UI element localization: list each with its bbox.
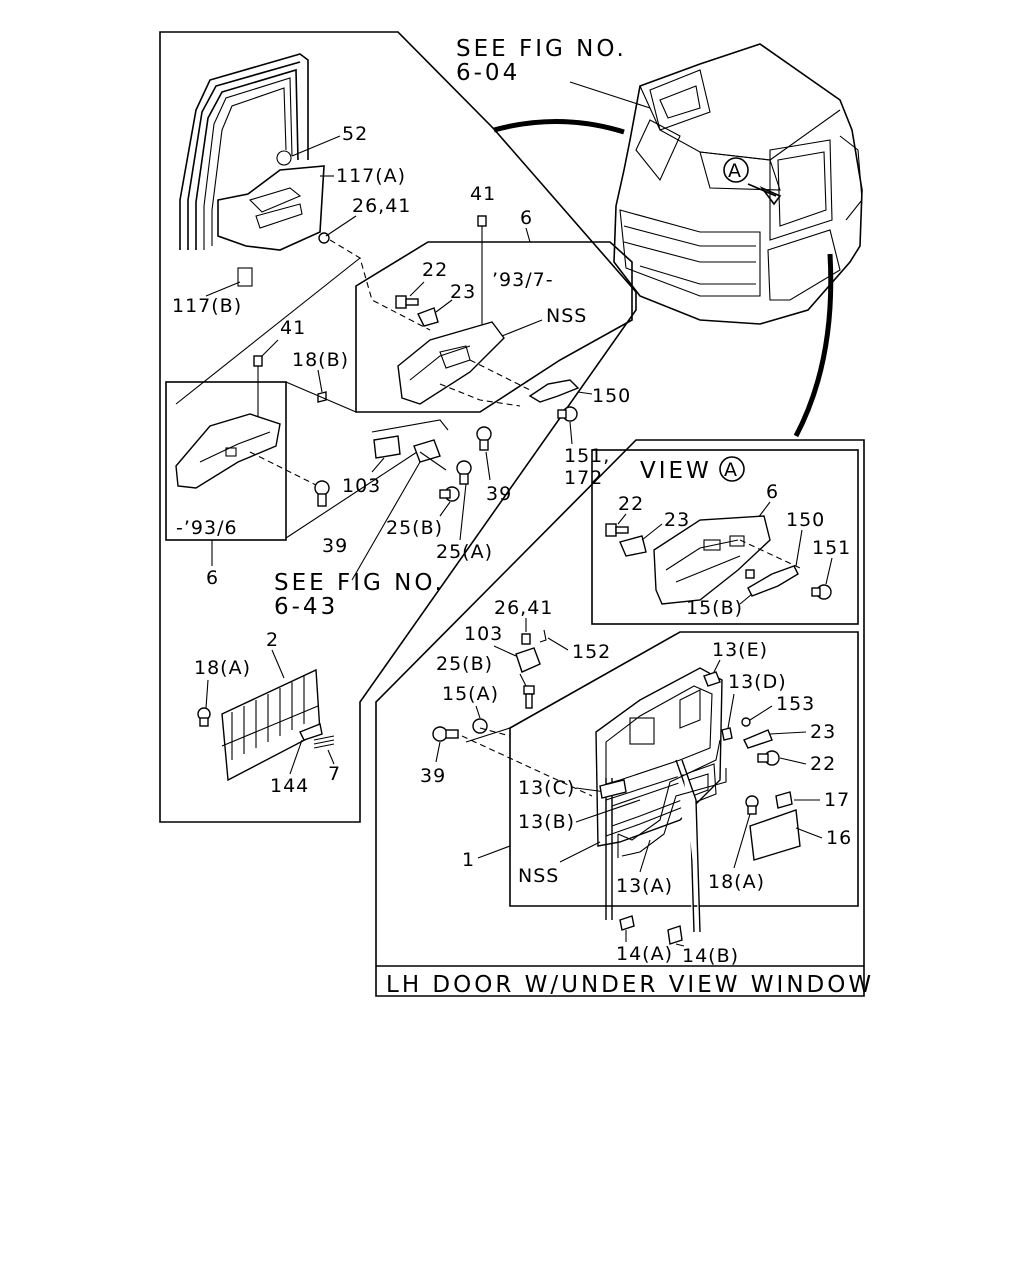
callout-13d: 13(D): [728, 671, 787, 693]
view-callout-23: 23: [664, 509, 690, 531]
callout-6-top: 6: [520, 207, 533, 229]
nss-top: NSS: [546, 305, 587, 327]
view-a-letter: A: [724, 459, 738, 481]
sub-panel-93-6: [165, 381, 287, 541]
see-fig-604-label: SEE FIG NO.: [456, 36, 627, 62]
part-7: [313, 735, 335, 749]
callout-150-top: 150: [592, 385, 631, 407]
view-callout-15b: 15(B): [686, 597, 743, 619]
see-fig-604-number: 6-04: [456, 60, 520, 86]
bolt-39-bottom: [432, 726, 459, 742]
right-lower-panel-border: [375, 439, 865, 997]
callout-17: 17: [824, 789, 850, 811]
lock-block-103-bottom: [515, 647, 541, 673]
nss-bottom: NSS: [518, 865, 559, 887]
callout-41-top: 41: [470, 183, 496, 205]
callout-16: 16: [826, 827, 852, 849]
bolt-39-mid: [476, 426, 492, 451]
door-inner-handle-left: [175, 413, 281, 489]
callout-117b: 117(B): [172, 295, 242, 317]
bolt-25b: [439, 486, 460, 502]
callout-15a: 15(A): [442, 683, 499, 705]
callout-39-mid: 39: [486, 483, 512, 505]
callout-25b-bottom: 25(B): [436, 653, 493, 675]
callout-18a-left: 18(A): [194, 657, 251, 679]
lock-mechanism: [413, 439, 447, 471]
callout-22-top: 22: [422, 259, 448, 281]
callout-103-top: 103: [342, 475, 381, 497]
view-a-title: VIEW: [640, 458, 712, 484]
callout-153: 153: [776, 693, 815, 715]
callout-6-left: 6: [206, 567, 219, 589]
callout-23-top: 23: [450, 281, 476, 303]
view-callout-151: 151: [812, 537, 851, 559]
lh-door-panel: [595, 667, 723, 847]
clip-18a-left: [197, 707, 211, 727]
bolt-22-bottom: [757, 750, 780, 766]
handle-rod-150: [528, 379, 580, 403]
callout-25b-top: 25(B): [386, 517, 443, 539]
door-trim-panel: [221, 668, 321, 782]
view-handle-assembly: [653, 515, 771, 605]
callout-13b: 13(B): [518, 811, 575, 833]
cab-view-marker: A: [728, 160, 742, 182]
view-callout-6: 6: [766, 481, 779, 503]
see-fig-643-number: 6-43: [274, 594, 338, 620]
screw-151: [557, 406, 578, 422]
truck-cab-illustration: A: [613, 43, 863, 325]
sub-panel-93-7: [355, 241, 633, 413]
curved-arrow-top: [493, 119, 625, 135]
callout-41-left: 41: [280, 317, 306, 339]
callout-151-172-a: 151,: [564, 445, 610, 467]
callout-39-bottom: 39: [420, 765, 446, 787]
callout-13c: 13(C): [518, 777, 575, 799]
callout-18a-bottom: 18(A): [708, 871, 765, 893]
left-panel-border: [159, 31, 637, 823]
callout-13e: 13(E): [712, 639, 768, 661]
door-inner-handle-top: [397, 321, 505, 405]
view-screw-151: [811, 584, 832, 600]
callout-13a: 13(A): [616, 875, 673, 897]
view-a-box: [591, 449, 859, 625]
callout-26-41-top: 26,41: [352, 195, 411, 217]
view-callout-150: 150: [786, 509, 825, 531]
callout-18b: 18(B): [292, 349, 349, 371]
see-fig-643-label: SEE FIG NO.: [274, 570, 445, 596]
callout-117a: 117(A): [336, 165, 406, 187]
part-144: [299, 723, 323, 741]
callout-39-left: 39: [322, 535, 348, 557]
callout-26-41-bottom: 26,41: [494, 597, 553, 619]
callout-7: 7: [328, 763, 341, 785]
lh-door-caption: LH DOOR W/UNDER VIEW WINDOW: [386, 972, 874, 998]
callout-22-bottom: 22: [810, 753, 836, 775]
callout-2: 2: [266, 629, 279, 651]
callout-103-bottom: 103: [464, 623, 503, 645]
bolt-39-left: [314, 480, 330, 507]
variant-93-7: ’93/7-: [492, 269, 554, 291]
callout-14b: 14(B): [682, 945, 739, 967]
bolt-25a: [456, 460, 472, 485]
curved-arrow-right: [793, 253, 834, 438]
callout-23-bottom: 23: [810, 721, 836, 743]
bolt-25b-bottom: [523, 685, 535, 709]
variant-93-6: -’93/6: [176, 517, 238, 539]
part-16: [749, 809, 801, 861]
view-bolt-22: [605, 523, 629, 537]
bolt-22-top: [395, 295, 419, 309]
callout-14a: 14(A): [616, 943, 673, 965]
callout-52: 52: [342, 123, 368, 145]
lock-block-103: [373, 435, 401, 459]
view-callout-22: 22: [618, 493, 644, 515]
callout-1: 1: [462, 849, 475, 871]
lh-door-inner-box: [509, 631, 859, 907]
view-rod-150: [747, 565, 799, 597]
callout-25a-top: 25(A): [436, 541, 493, 563]
door-frame-illustration: [179, 53, 330, 287]
callout-144: 144: [270, 775, 309, 797]
clip-18a-bottom: [745, 795, 759, 815]
callout-152: 152: [572, 641, 611, 663]
